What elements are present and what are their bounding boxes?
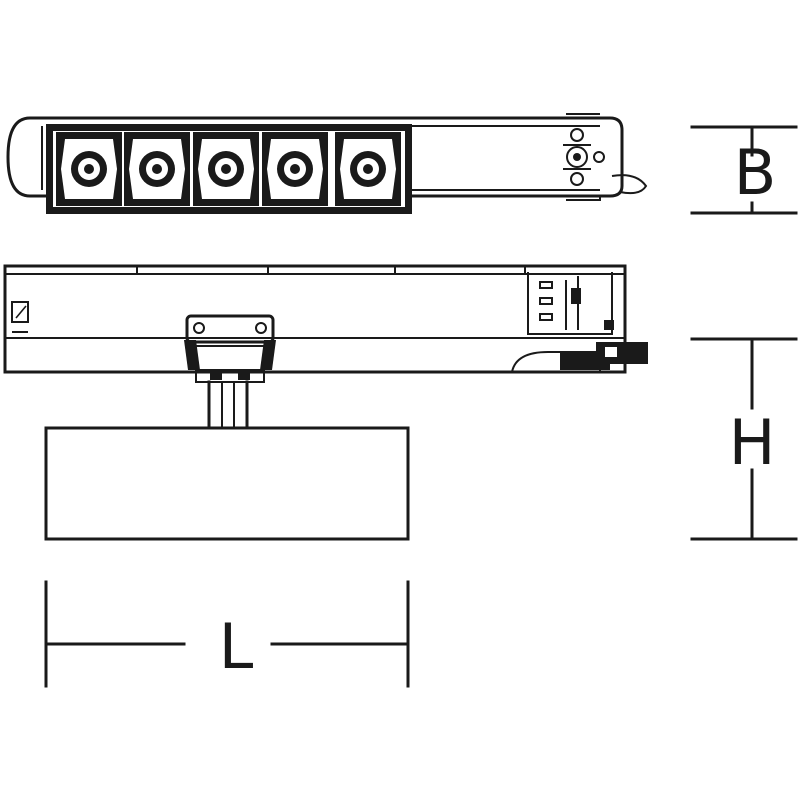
top-view bbox=[6, 113, 648, 214]
led-lens bbox=[124, 132, 190, 206]
mounting-bracket bbox=[184, 314, 276, 383]
led-lenses bbox=[56, 132, 401, 206]
dimension-h-label: H bbox=[729, 406, 776, 479]
led-lens bbox=[56, 132, 122, 206]
adapter-knob bbox=[563, 113, 648, 201]
dimension-l: L bbox=[44, 580, 410, 688]
dimension-h: H bbox=[690, 337, 798, 541]
led-lens bbox=[335, 132, 401, 206]
luminaire-body bbox=[44, 426, 410, 541]
dimension-b-label: B bbox=[734, 136, 777, 209]
dimension-l-label: L bbox=[219, 610, 254, 683]
side-view bbox=[3, 264, 648, 541]
led-lens bbox=[262, 132, 328, 206]
stem bbox=[207, 380, 249, 430]
led-lens bbox=[193, 132, 259, 206]
dimension-b: B bbox=[690, 125, 798, 215]
